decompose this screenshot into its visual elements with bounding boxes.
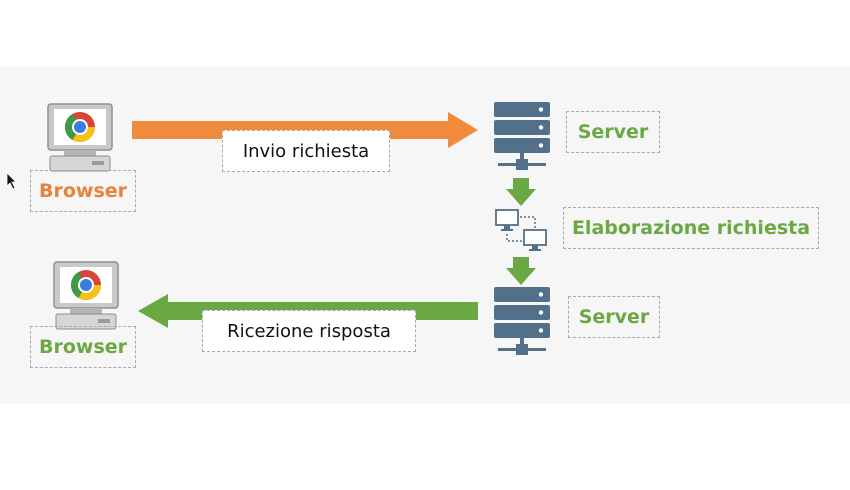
server-icon [494,102,550,170]
browser-computer-icon [53,261,119,330]
browser-label-text: Browser [38,180,128,202]
browser-label-top: Browser [30,170,136,212]
server-label-text: Server [577,121,649,143]
server-label-text: Server [578,306,650,328]
arrow-down-icon [506,257,536,285]
browser-label-bottom: Browser [30,326,136,368]
arrow-down-icon [506,178,536,206]
response-label: Ricezione risposta [202,310,416,352]
mouse-cursor-icon [6,172,17,190]
request-label: Invio richiesta [222,130,390,172]
server-icon [494,287,550,355]
server-label-top: Server [566,111,660,153]
network-computers-icon [495,209,547,251]
request-label-text: Invio richiesta [242,140,370,162]
response-label-text: Ricezione risposta [227,320,391,342]
server-label-bottom: Server [568,296,660,338]
browser-computer-icon [47,103,113,172]
processing-label-text: Elaborazione richiesta [571,217,811,239]
processing-label: Elaborazione richiesta [563,207,819,249]
browser-label-text: Browser [38,336,128,358]
